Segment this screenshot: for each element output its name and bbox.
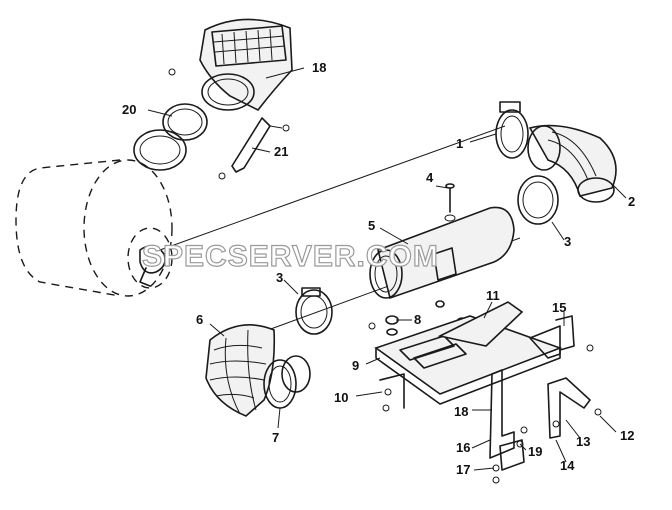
- callout-9: 9: [352, 358, 359, 373]
- callout-7: 7: [272, 430, 279, 445]
- bracket-16: [489, 369, 528, 484]
- callout-20: 20: [122, 102, 136, 117]
- callout-3-right: 3: [564, 234, 571, 249]
- bracket-10: [379, 373, 405, 412]
- callout-11: 11: [486, 288, 500, 303]
- callout-18-top: 18: [312, 60, 326, 75]
- callout-14: 14: [560, 458, 575, 473]
- callout-5: 5: [368, 218, 375, 233]
- callout-19: 19: [528, 444, 542, 459]
- callout-15: 15: [552, 300, 566, 315]
- callout-6: 6: [196, 312, 203, 327]
- hose-clamp-20: [162, 103, 208, 141]
- callout-4: 4: [426, 170, 434, 185]
- air-inlet-hood: [199, 18, 293, 112]
- callout-labels: 18 20 21 1 2 3 4 5 3 6 7 8 9 10 11 12 13…: [122, 60, 635, 477]
- hose-clamp-3-left: [295, 287, 333, 335]
- callout-21: 21: [274, 144, 288, 159]
- callout-8: 8: [414, 312, 421, 327]
- air-cleaner-housing-phantom: [15, 159, 173, 297]
- callout-3-left: 3: [276, 270, 283, 285]
- rubber-elbow-2: [527, 124, 617, 203]
- callout-18-lower: 18: [454, 404, 468, 419]
- bolt-4: [444, 183, 456, 222]
- hose-clamp-7: [263, 355, 311, 409]
- callout-13: 13: [576, 434, 590, 449]
- callout-16: 16: [456, 440, 470, 455]
- watermark-text: SPECSERVER.COM: [142, 240, 439, 273]
- intake-tube-5: [369, 206, 515, 300]
- hose-clamp-1: [495, 101, 529, 159]
- rubber-elbow-6: [205, 324, 276, 417]
- callout-2: 2: [628, 194, 635, 209]
- callout-1: 1: [456, 136, 463, 151]
- strap-13: [547, 377, 602, 439]
- callout-12: 12: [620, 428, 634, 443]
- callout-17: 17: [456, 462, 470, 477]
- hose-clamp-housing: [133, 129, 187, 171]
- callout-leaders: [147, 67, 627, 471]
- callout-10: 10: [334, 390, 348, 405]
- bracket-arm-11: [437, 301, 561, 359]
- bracket-15: [555, 315, 594, 352]
- hose-clamp-3-right: [517, 175, 559, 225]
- support-bracket-21: [168, 68, 290, 180]
